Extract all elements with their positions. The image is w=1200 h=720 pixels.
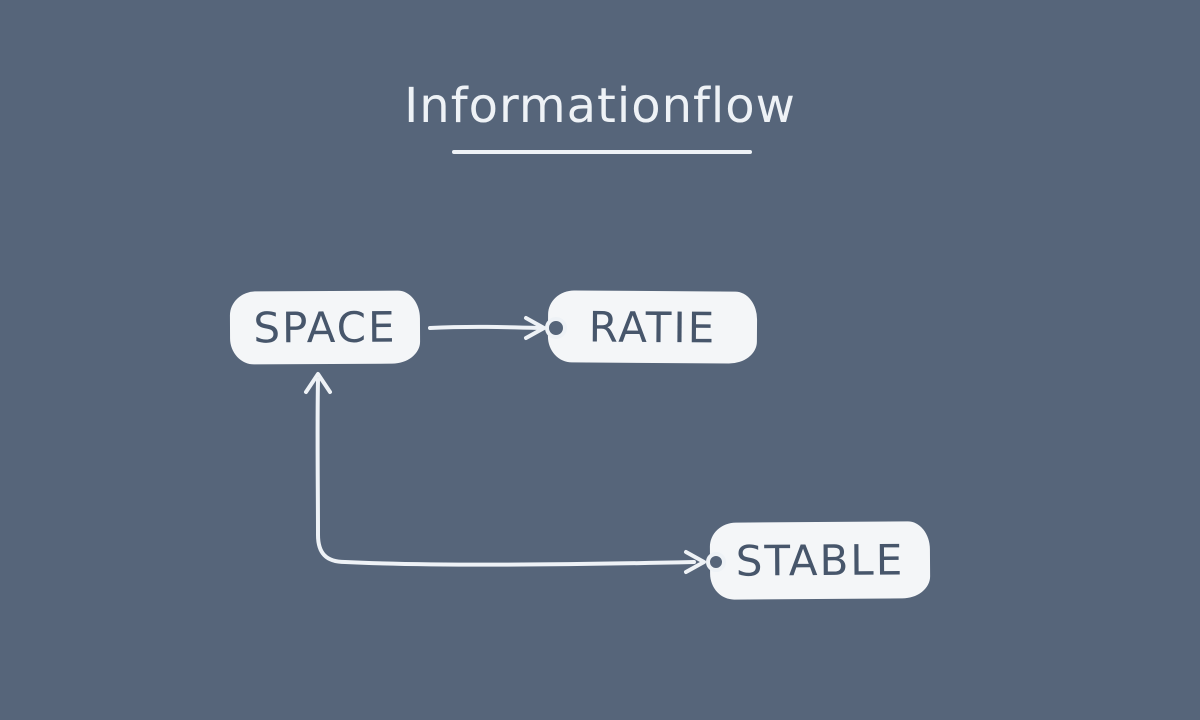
edge-space-to-stable-line	[315, 378, 696, 567]
title-underline	[452, 150, 752, 154]
diagram-title: Informationflow	[404, 78, 796, 134]
edge-space-to-ratie-line	[428, 324, 542, 330]
arrowhead-right-into-ratie-icon	[524, 316, 546, 340]
node-ratie: RATIE	[547, 290, 758, 364]
arrowhead-up-into-space-icon	[304, 372, 332, 394]
arrowhead-right-into-stable-icon	[684, 550, 706, 574]
node-stable-label: STABLE	[735, 535, 905, 586]
node-space-label: SPACE	[253, 302, 397, 353]
node-stable: STABLE	[709, 521, 931, 600]
node-space: SPACE	[229, 290, 421, 365]
node-ratie-label: RATIE	[588, 302, 717, 352]
